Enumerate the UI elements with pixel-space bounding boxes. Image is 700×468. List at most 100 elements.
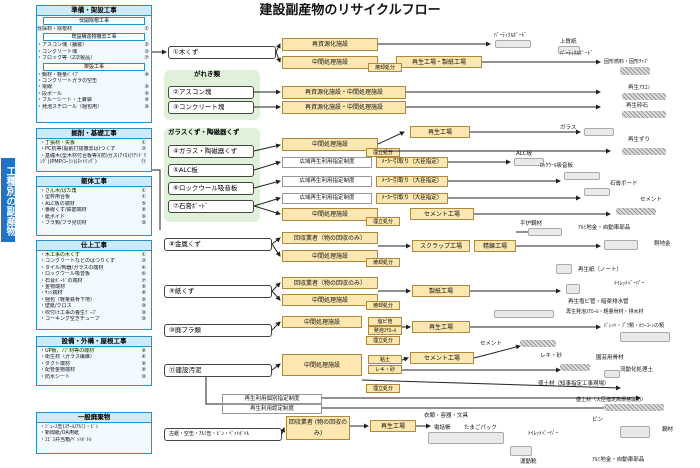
glass-icon (584, 128, 614, 136)
panel-row: ・アスコン塊（舗装）② (37, 42, 149, 49)
category-wood: ①木くず (168, 46, 276, 59)
product-recycled-ballast: 再生ずり (628, 137, 651, 143)
side-label: 工種別の副産物 (1, 158, 15, 242)
panel-sub: 既設構造物撤去工事 (43, 33, 145, 42)
intermediate-facility: 中間処理施設 (282, 316, 362, 328)
aggregate-icon (560, 364, 590, 371)
gravel-sand: レキ・砂 (368, 365, 402, 374)
rockwool-icon (564, 172, 600, 180)
product-toilet-paper-2: ﾄｲﾚｯﾄﾍﾟｰﾊﾟｰ (528, 431, 559, 437)
product-quality-paper: 上質紙 (560, 39, 577, 45)
scrap-factory: スクラップ工場 (412, 240, 470, 252)
product-gypsum-board: 石膏ボード (610, 181, 638, 187)
recycled-goods-icon (428, 432, 504, 444)
panel-row: ・基礎木(型木材付合板等)(防)ガス(ｱｲﾛ)(ﾃｱｼﾄﾞﾘﾝｸﾞ)(PMP/ｺ… (40, 152, 147, 166)
product-fill-minister: 盛土材（大臣指定高規格堤防） (576, 397, 647, 403)
collector-general: 回収業者 (物の回収のみ) (286, 416, 350, 440)
recycle-factory: 再生工場 (410, 126, 470, 138)
panel-row: ・梱包（軽量鉄骨下地）⑨ (40, 296, 146, 303)
category-rockwool: ⑥ロックウール吸音板 (168, 182, 254, 195)
page-title: 建設副産物のリサイクルフロー (259, 3, 441, 18)
landfill: 埋立処分 (366, 148, 400, 157)
toilet-paper-icon (566, 284, 580, 294)
glass-group-heading: ガラスくず・陶磁器くず (168, 128, 240, 136)
product-steel-2: 鋼材 (662, 427, 674, 433)
panel-heading: 掘削・基礎工事 (37, 129, 151, 139)
landfill: 埋立処分 (366, 336, 400, 345)
wide-area-system: 広域再生利用指定制度 (282, 176, 372, 187)
product-solid-fuel: 固形燃料・固形ﾁｯﾌﾟ (604, 59, 650, 65)
product-recycled-pvc: 再生塩ビ管・暗渠排水管 (568, 299, 629, 305)
panel-heading: 躯体工事 (37, 177, 151, 187)
product-alc: ALC板 (516, 151, 533, 157)
product-aluminum-2: ｱﾙﾐ地金・自動車部品 (592, 457, 645, 463)
product-cement-2: セメント (480, 341, 502, 347)
category-alc: ⑤ALC板 (168, 164, 254, 177)
product-recycled-polystyrene: 再生発泡ｽﾁﾛｰﾙ・軽量骨材・排水材 (566, 309, 644, 315)
product-glass: ガラス (560, 125, 577, 131)
product-sneakers: 運動靴 (520, 459, 537, 465)
product-egg-pack: たまごパック (464, 425, 497, 431)
collector: 回収業者（物の回収のみ） (282, 232, 378, 244)
product-garden-aggregate: 園芸用骨材 (596, 355, 624, 361)
panel-row: ・発泡スチロール（梱包用）⑩ (37, 103, 149, 110)
clay: 粘土 (368, 355, 402, 364)
shoe-icon (510, 446, 532, 456)
recycle-factory: 再生工場 (412, 321, 470, 333)
intermediate-facility: 中間処理施設 (282, 208, 378, 221)
product-clothing: 衣類・容器・文具 (424, 413, 469, 419)
paper-icon (558, 46, 580, 54)
category-general: 古紙・空缶・ｱﾙﾐ缶・ﾋﾞﾝ・ﾍﾟｯﾄﾎﾞﾄﾙ (164, 428, 282, 441)
panel-general-waste: 一般廃棄物 ・ｼﾞｭｰｽ缶(ｽﾁｰﾙ/ｱﾙﾐ)・ﾋﾞﾝ ・新聞紙/OA用紙 ・ｴ… (36, 412, 152, 454)
recycle-factory: 再生工場 (370, 420, 416, 432)
steel-icon (528, 228, 562, 236)
polystyrene: 発泡ｽﾁﾛｰﾙ (368, 326, 402, 335)
bottle-icon (620, 426, 650, 438)
incineration: 焼却処分 (368, 63, 402, 72)
category-ascon: ②アスコン塊 (168, 86, 254, 99)
product-gravel-sand: レキ・砂 (540, 353, 563, 359)
crushed-stone-icon (622, 111, 666, 118)
wood-chip-icon (620, 67, 650, 75)
wide-area-system: 広域再生利用指定制度 (282, 193, 372, 204)
cement-pile-icon (520, 340, 556, 347)
product-cement: セメント (640, 197, 662, 203)
panel-heading: 一般廃棄物 (37, 413, 151, 423)
product-rockwool: ﾛｯｸｳｰﾙ吸音板 (540, 163, 574, 169)
maker-pickup: ﾒｰｶｰ引取り（大臣指定） (376, 157, 448, 168)
paper-factory: 製紙工場 (412, 285, 470, 297)
collector: 回収業者（物の回収のみ） (282, 277, 378, 289)
copper-icon (604, 240, 638, 250)
approval-system: 再生利用認定制度 (222, 404, 322, 414)
recycle-intermediate-facility: 再資源化施設・中間処理施設 (282, 86, 406, 99)
ascon-pile-icon (622, 93, 666, 100)
wide-area-system: 広域再生利用指定制度 (282, 157, 372, 168)
product-fill-governor: 盛土材（知事指定工事現場） (538, 381, 610, 387)
cement-icon (616, 208, 656, 215)
product-pallet: ﾊﾟﾚｯﾄ・ﾌﾟﾗ類・ｶﾗｰｺｰﾝの類 (604, 323, 665, 329)
panel-row: ・衛生材（ガラス繊維）④ (40, 354, 146, 361)
